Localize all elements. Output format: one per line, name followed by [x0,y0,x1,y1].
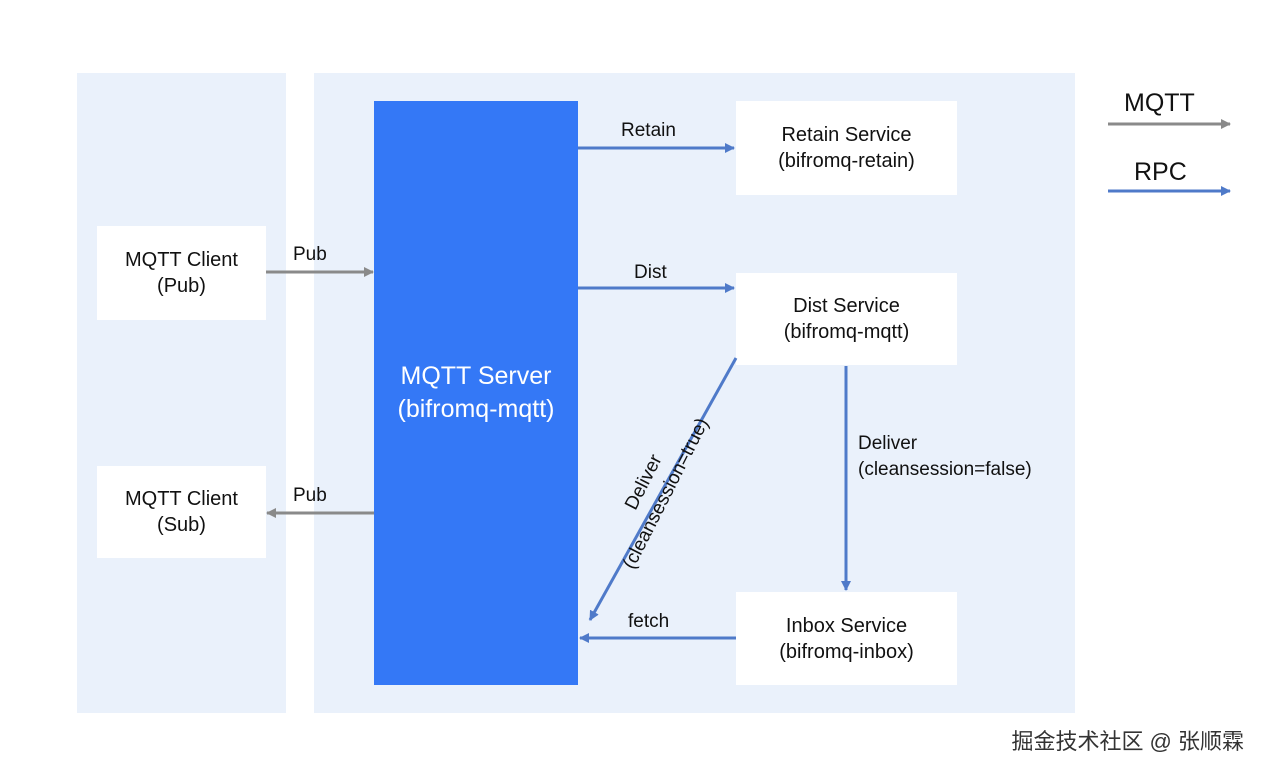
dist-service-title: Dist Service [793,295,900,317]
dist-service-subtitle: (bifromq-mqtt) [783,321,910,343]
pub-in-label: Pub [293,244,327,265]
client-sub-subtitle: (Sub) [157,514,206,536]
watermark: 掘金技术社区 @ 张顺霖 [1011,729,1244,754]
mqtt-server-node: MQTT Server (bifromq-mqtt) [374,101,578,685]
pub-out-label: Pub [293,485,327,506]
deliver-true-arrow [588,357,738,621]
inbox-service-node: Inbox Service (bifromq-inbox) [736,592,957,685]
deliver-false-title: Deliver [858,433,918,454]
inbox-service-subtitle: (bifromq-inbox) [779,640,914,663]
deliver-false-label: Deliver (cleansession=false) [858,431,1032,483]
mqtt-server-subtitle: (bifromq-mqtt) [397,395,555,423]
retain-service-subtitle: (bifromq-retain) [778,150,915,172]
retain-service-title: Retain Service [781,124,912,146]
mqtt-client-sub-node: MQTT Client (Sub) [97,466,266,558]
legend-rpc-label: RPC [1134,158,1187,186]
mqtt-client-pub-node: MQTT Client (Pub) [97,226,266,320]
deliver-false-subtitle: (cleansession=false) [858,459,1032,480]
fetch-label: fetch [628,611,670,632]
client-pub-title: MQTT Client [125,249,238,271]
retain-service-node: Retain Service (bifromq-retain) [736,101,957,195]
inbox-service-title: Inbox Service [785,614,908,637]
retain-label: Retain [621,120,676,141]
client-pub-subtitle: (Pub) [157,275,206,297]
mqtt-server-title: MQTT Server [400,362,552,390]
dist-label: Dist [634,262,667,283]
legend-mqtt-label: MQTT [1124,89,1195,117]
client-zone-panel [77,73,286,713]
client-sub-title: MQTT Client [125,488,238,510]
dist-service-node: Dist Service (bifromq-mqtt) [736,273,957,365]
